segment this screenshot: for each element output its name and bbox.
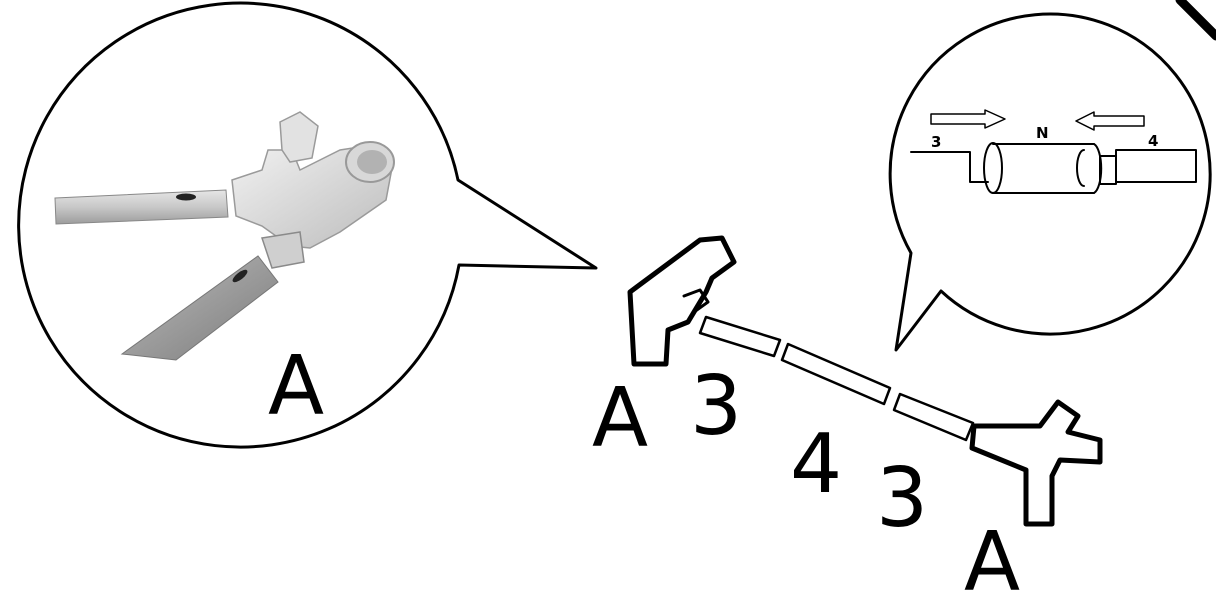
callout-right-connector-label: N [1036,124,1049,142]
connector-n [983,142,1103,194]
tube-segment-3 [892,392,975,442]
elbow-fitting-left [627,235,737,367]
push-arrow-left-icon [1075,111,1145,131]
assembly-tube-3-label: 3 [876,451,928,546]
tube-segment-2 [780,342,892,406]
part-3-outline [910,151,989,183]
assembly: A 3 4 3 A [592,235,1103,606]
photo-tube-horizontal [54,189,229,225]
callout-left-bubble [17,1,598,449]
assembly-tube-2-label: 4 [790,417,842,512]
part-4-outline [1099,149,1197,185]
push-arrow-right-icon [930,109,1006,129]
assembly-tube-1-label: 3 [690,359,742,454]
corner-fragment [1175,0,1216,41]
photo-tube-diagonal [120,255,279,361]
callout-left: A [17,1,598,449]
assembly-corner-right-label: A [964,515,1020,606]
tee-fitting-right [969,399,1103,527]
callout-right-part-3-label: 3 [931,133,941,151]
callout-right: 3 N 4 [888,12,1212,352]
assembly-corner-left-label: A [592,371,648,466]
tube-segment-1 [698,315,782,358]
callout-left-label: A [268,339,324,434]
photo-fitting [231,111,395,269]
callout-right-part-4-label: 4 [1148,132,1158,150]
callout-right-bubble [888,12,1212,352]
